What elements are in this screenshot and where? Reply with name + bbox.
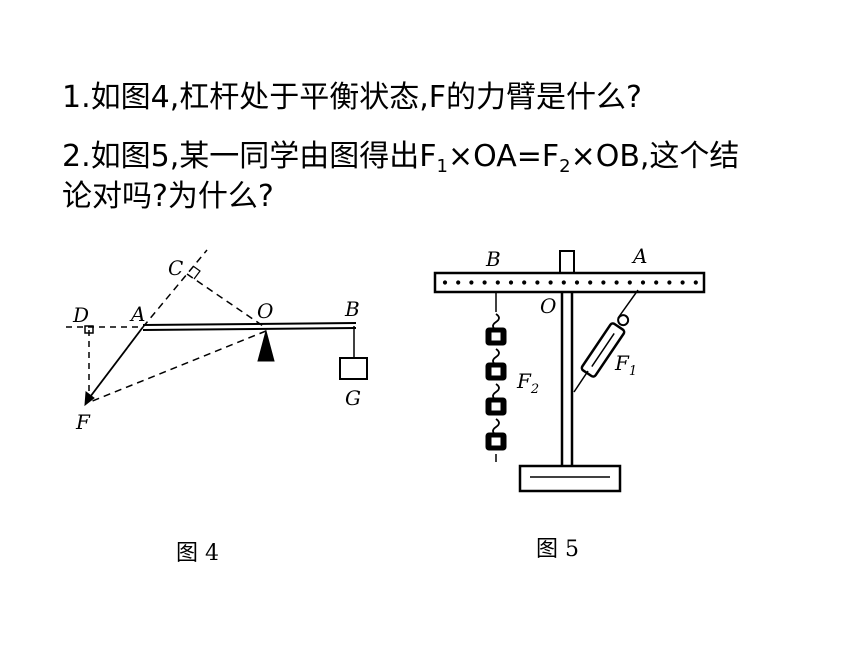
beam-hole [561,280,566,285]
beam-hole [482,280,487,285]
beam-hole [508,280,514,285]
beam-hole [640,280,646,285]
figure-4-caption: 图 4 [176,541,219,566]
force-arrow-icon [84,391,95,407]
label-f1-main: F [614,351,630,375]
fulcrum-icon [257,329,275,362]
figure-5-labels: B A O F1 F2 图 5 [485,244,647,562]
label-f2: F2 [516,369,539,397]
beam-hole [693,280,698,285]
spring-scale-string [573,370,589,393]
figure-4 [66,249,368,407]
lever-bar-bottom [142,327,357,331]
q2-sub-1: 1 [436,156,448,177]
beam-hole [601,280,606,285]
label-a: A [129,302,145,326]
right-angle-mark-d [84,325,94,334]
lever-bar-top [142,322,357,326]
right-angle-mark-c [192,265,201,280]
beam-hole [614,280,619,285]
dashed-c-o [186,273,267,329]
label-c: C [168,256,183,280]
question-2-line-2: 论对吗?为什么? [62,179,274,214]
figure-5 [433,250,706,493]
hanging-weight-icon [485,418,507,451]
beam-hole [548,280,553,285]
hanging-weight-icon [485,383,507,416]
q2-prefix: 2.如图5,某一同学由图得出F [62,139,437,174]
q2-mid: ×OA=F [447,139,560,174]
question-1: 1.如图4,杠杆处于平衡状态,F的力臂是什么? [62,80,642,115]
beam-hole [574,280,580,285]
label-o: O [257,299,273,323]
beam-hole [522,280,527,285]
label-f1: F1 [614,351,637,379]
beam-hole [469,280,474,285]
figure-5-caption: 图 5 [536,537,579,562]
beam-hole [588,280,593,285]
beam-hole [654,280,659,285]
beam-hole [495,280,500,285]
weight-stack [485,313,507,462]
beam-holes [442,280,698,285]
hanging-weight-icon [485,348,507,381]
lever-beam [433,271,706,294]
figure-4-labels: C D A O B F G 图 4 [72,256,361,566]
q2-sub-2: 2 [559,156,571,177]
beam-hole [680,280,685,285]
pivot-knob [559,250,575,274]
dashed-a-c [142,249,208,328]
label-d: D [72,303,89,327]
label-b: B [344,297,360,321]
label-f2-main: F [516,369,532,393]
beam-hole [627,280,632,285]
label-b-fig5: B [485,247,501,271]
stand-base [518,464,622,493]
label-a-fig5: A [631,244,647,268]
force-line-f [86,326,144,402]
label-f2-sub: 2 [530,382,539,397]
label-g: G [345,386,361,410]
beam-hole [535,280,540,285]
label-f: F [75,410,91,434]
weight-g-icon [339,357,368,380]
q2-suffix: ×OB,这个结 [570,139,740,174]
dashed-o-f [89,330,267,403]
beam-hole [667,280,672,285]
label-f1-sub: 1 [629,364,637,379]
hanging-weight-icon [485,313,507,346]
label-o-fig5: O [540,294,556,318]
beam-hole [456,280,461,285]
beam-hole [442,280,448,285]
question-2-line-1: 2.如图5,某一同学由图得出F1×OA=F2×OB,这个结 [62,137,739,187]
spring-scale-hook [617,289,639,319]
